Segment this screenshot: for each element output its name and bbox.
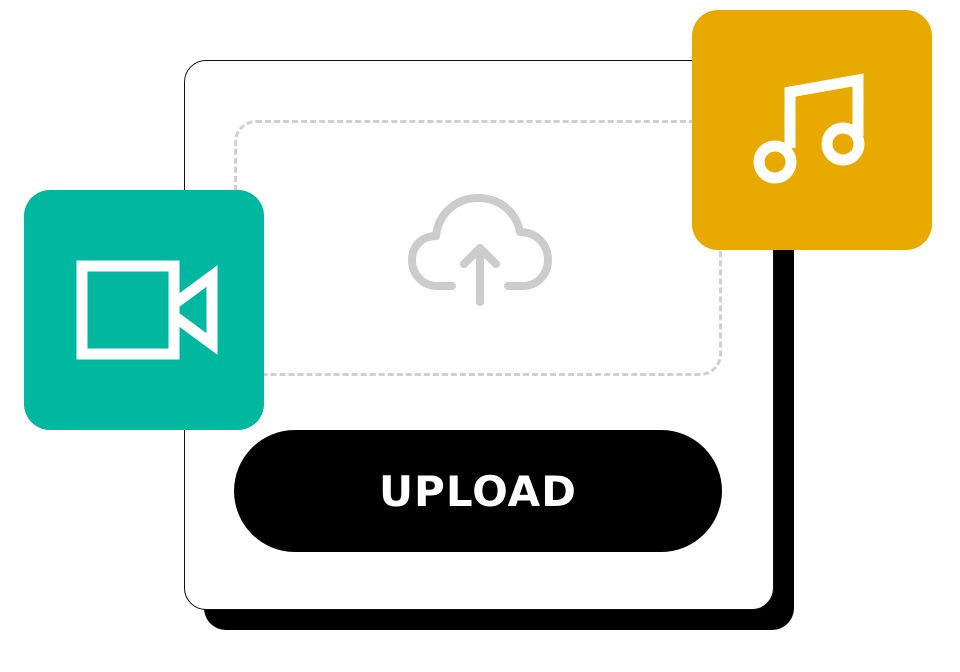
music-note-icon xyxy=(753,73,865,184)
upload-button[interactable]: UPLOAD xyxy=(234,430,722,552)
music-tile[interactable] xyxy=(692,10,932,250)
cloud-upload-icon xyxy=(408,194,552,306)
video-camera-icon xyxy=(76,260,218,360)
video-tile[interactable] xyxy=(24,190,264,430)
